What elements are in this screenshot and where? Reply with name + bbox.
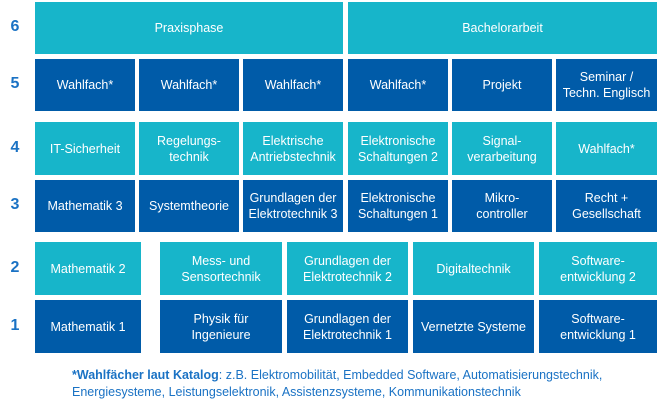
module-box: Digitaltechnik [413, 242, 534, 295]
semester-label: 4 [10, 138, 20, 156]
semester-label: 5 [10, 75, 20, 92]
module-box: Elektronische Schaltungen 2 [348, 122, 448, 175]
module-box: Bachelorarbeit [348, 2, 657, 54]
module-box: Wahlfach* [243, 59, 343, 111]
module-box: Elektronische Schaltungen 1 [348, 180, 448, 232]
module-box: Software- entwicklung 2 [539, 242, 657, 295]
module-box: Recht + Gesellschaft [556, 180, 657, 232]
module-box: Wahlfach* [35, 59, 135, 111]
semester-label: 2 [10, 258, 20, 276]
module-box: Praxisphase [35, 2, 343, 54]
module-box: Wahlfach* [348, 59, 448, 111]
module-box: Signal- verarbeitung [452, 122, 552, 175]
module-box: Software- entwicklung 1 [539, 300, 657, 353]
semester-label: 6 [10, 18, 20, 35]
module-box: Wahlfach* [139, 59, 239, 111]
footnote-label: *Wahlfächer laut Katalog [72, 368, 219, 382]
module-box: Regelungs- technik [139, 122, 239, 175]
module-box: Seminar / Techn. Englisch [556, 59, 657, 111]
module-box: Mathematik 2 [35, 242, 141, 295]
module-box: Wahlfach* [556, 122, 657, 175]
module-box: Systemtheorie [139, 180, 239, 232]
module-box: Physik für Ingenieure [160, 300, 282, 353]
module-box: Grundlagen der Elektrotechnik 1 [287, 300, 408, 353]
module-box: Grundlagen der Elektrotechnik 3 [243, 180, 343, 232]
module-box: Projekt [452, 59, 552, 111]
module-box: Grundlagen der Elektrotechnik 2 [287, 242, 408, 295]
footnote: *Wahlfächer laut Katalog: z.B. Elektromo… [72, 367, 652, 401]
module-box: Mess- und Sensortechnik [160, 242, 282, 295]
module-box: Mathematik 3 [35, 180, 135, 232]
module-box: IT-Sicherheit [35, 122, 135, 175]
semester-label: 1 [10, 316, 20, 334]
module-box: Elektrische Antriebstechnik [243, 122, 343, 175]
semester-label: 3 [10, 196, 20, 213]
module-box: Vernetzte Systeme [413, 300, 534, 353]
footnote-text: : z.B. Elektromobilität, Embedded Softwa… [72, 368, 603, 399]
module-box: Mathematik 1 [35, 300, 141, 353]
module-box: Mikro- controller [452, 180, 552, 232]
